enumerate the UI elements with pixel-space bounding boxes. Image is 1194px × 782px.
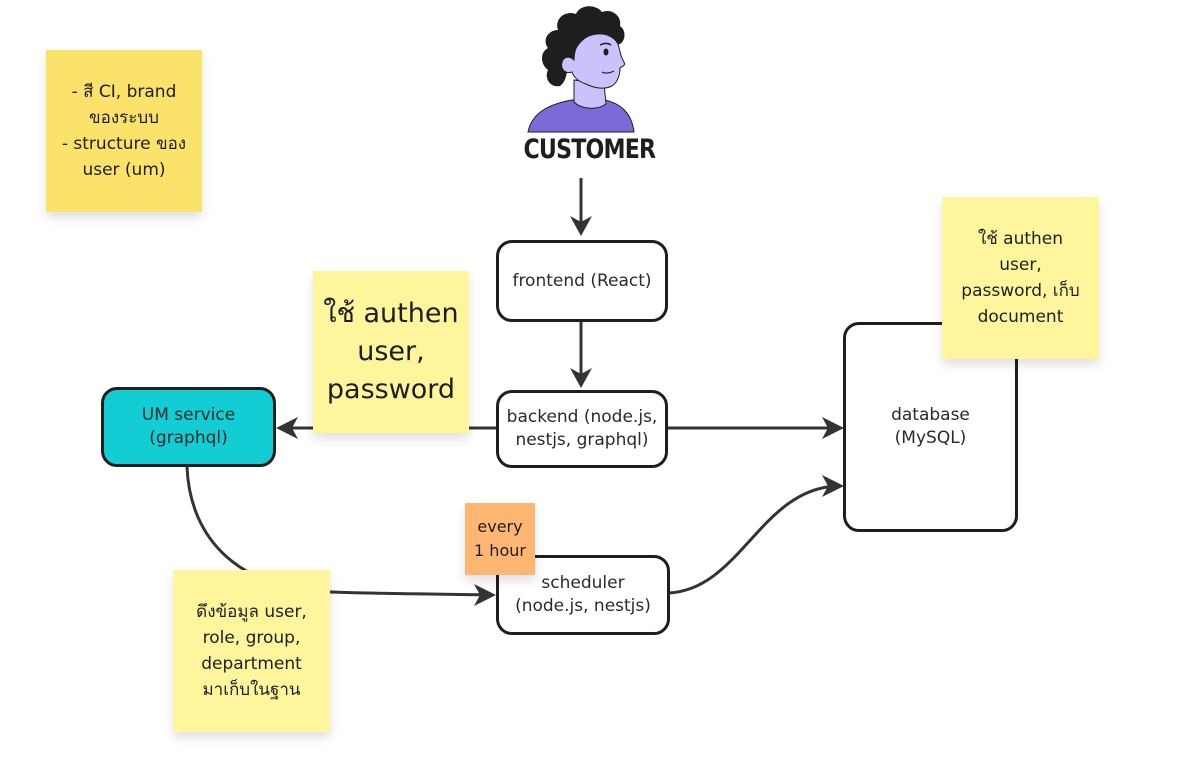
backend-node[interactable]: backend (node.js, nestjs, graphql) — [496, 390, 668, 468]
sticky-note-auth-um[interactable]: ใช้ authen user, password — [313, 271, 469, 433]
arrowhead-um-scheduler — [474, 584, 496, 606]
sticky-note-sync[interactable]: ดึงข้อมูล user, role, group, department … — [173, 570, 330, 732]
backend-label: backend (node.js, nestjs, graphql) — [506, 407, 658, 450]
edge-scheduler-database — [667, 484, 837, 595]
frontend-node[interactable]: frontend (React) — [496, 240, 668, 322]
sticky-note-schedule[interactable]: every 1 hour — [465, 503, 535, 575]
sticky-note-auth-um-text: ใช้ authen user, password — [323, 298, 459, 405]
arrowhead-customer-frontend — [570, 216, 592, 236]
sticky-note-database[interactable]: ใช้ authen user, password, เก็บ document — [942, 197, 1099, 359]
sticky-note-branding[interactable]: - สี CI, brand ของระบบ - structure ของ u… — [46, 50, 202, 212]
sticky-note-database-text: ใช้ authen user, password, เก็บ document — [961, 229, 1080, 327]
arrowhead-backend-um — [276, 417, 298, 439]
um-service-node[interactable]: UM service (graphql) — [101, 387, 276, 467]
sticky-note-schedule-text: every 1 hour — [474, 517, 526, 560]
customer-actor[interactable]: CUSTOMER — [510, 0, 660, 175]
database-label: database (MySQL) — [891, 405, 970, 448]
sticky-note-branding-text: - สี CI, brand ของระบบ - structure ของ u… — [61, 82, 187, 180]
arrowhead-scheduler-database — [822, 475, 844, 497]
customer-label: CUSTOMER — [523, 134, 657, 165]
arrowhead-backend-database — [822, 417, 844, 439]
scheduler-label: scheduler (node.js, nestjs) — [515, 573, 651, 616]
um-service-label: UM service (graphql) — [141, 405, 236, 448]
arrowhead-frontend-backend — [570, 368, 592, 388]
frontend-label: frontend (React) — [512, 270, 652, 291]
sticky-note-sync-text: ดึงข้อมูล user, role, group, department … — [196, 602, 307, 700]
person-avatar-icon — [527, 6, 635, 133]
